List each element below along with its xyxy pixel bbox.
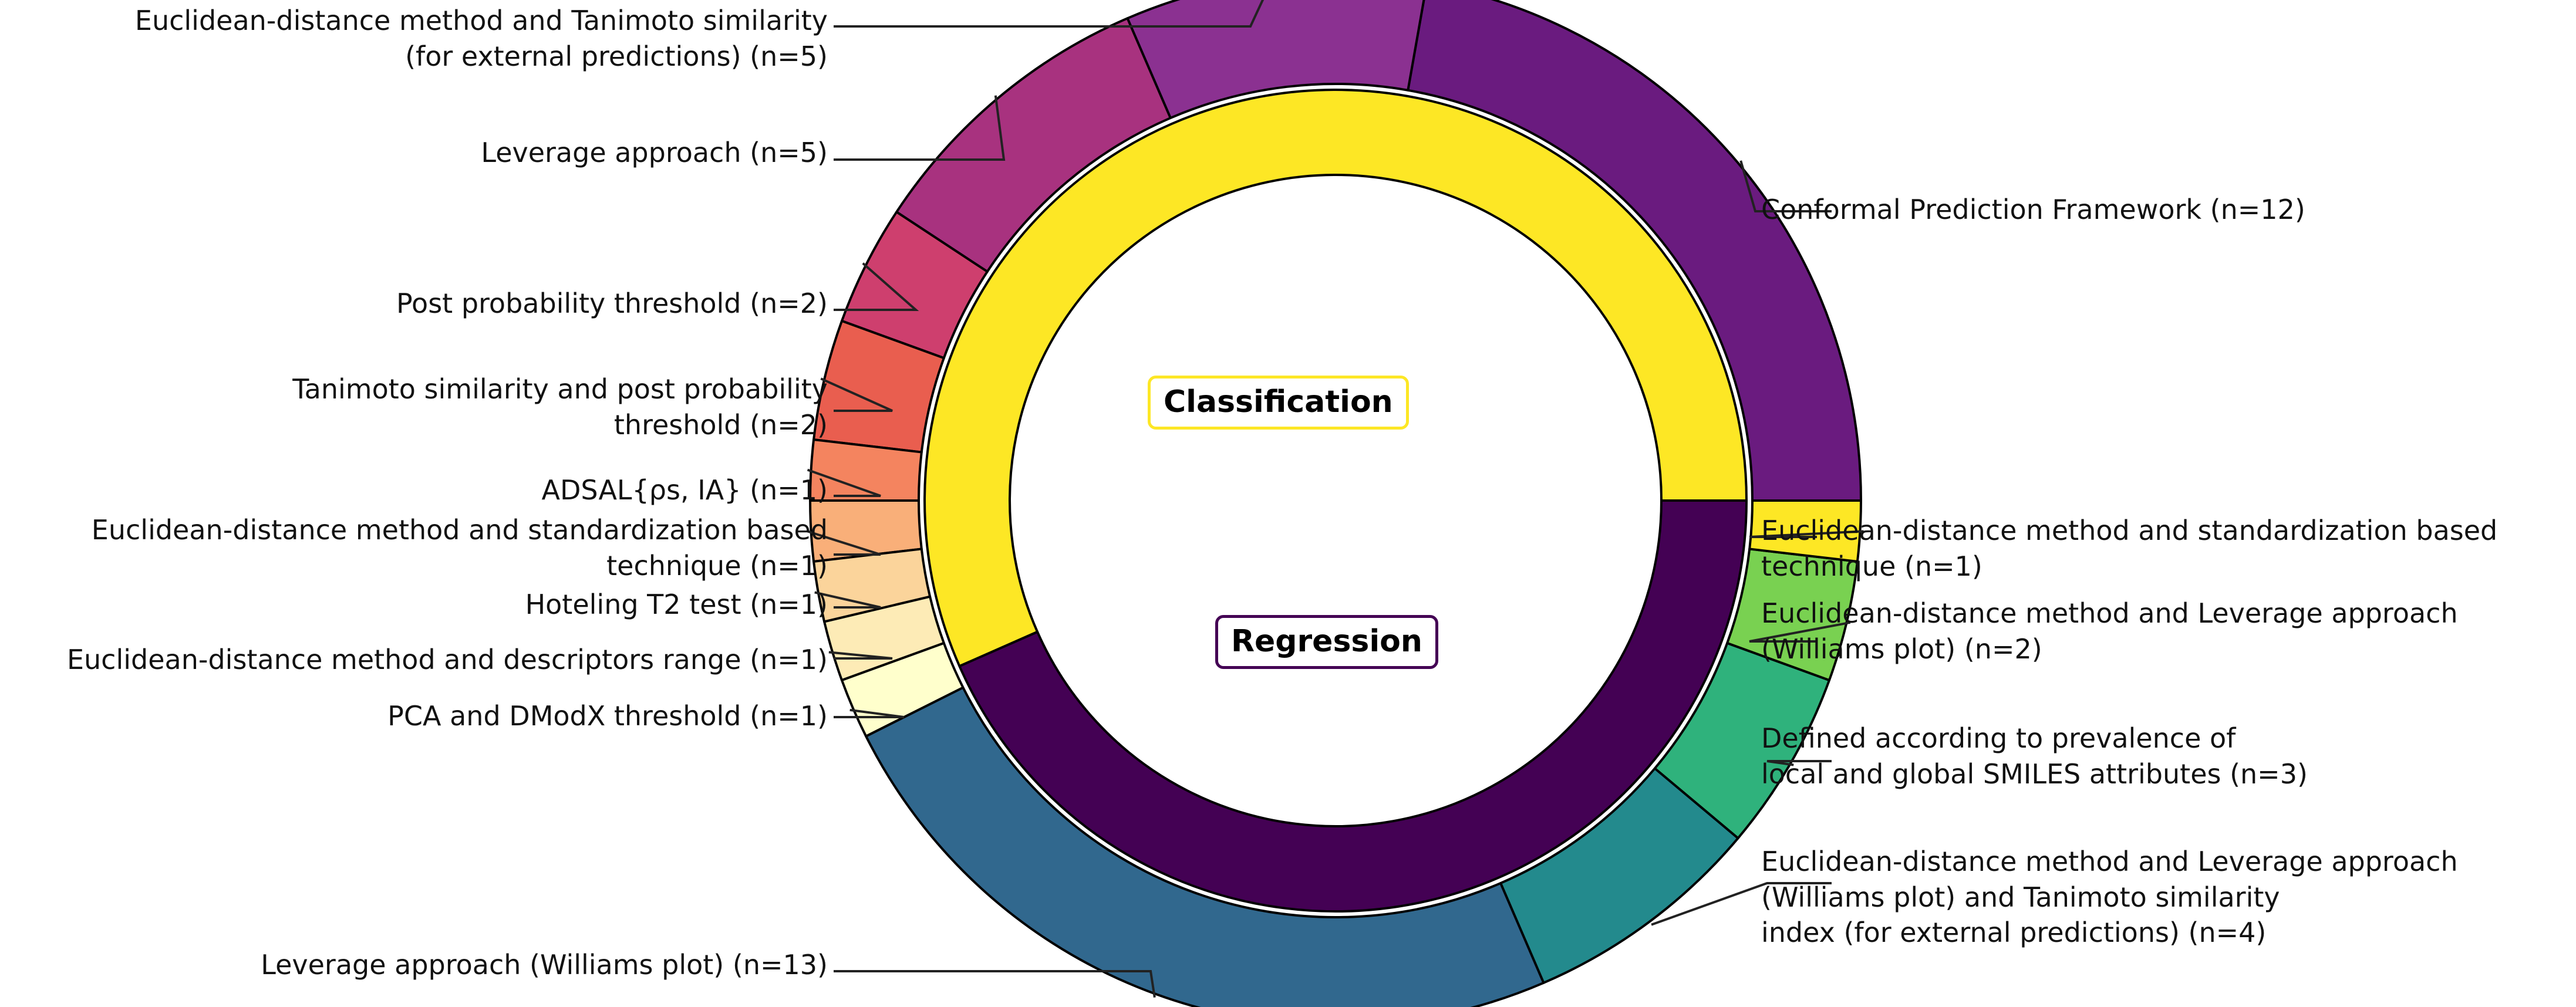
leader-line-left-1 [834,0,1265,28]
leader-line-left-6 [807,530,881,556]
callout-label-leverage-williams: Leverage approach (Williams plot) (n=13) [261,949,828,981]
callout-label-leverage-approach: Leverage approach (n=5) [481,137,828,168]
leader-line-right-14 [1749,530,1864,538]
callout-label-euclid-tanimoto-ext: Euclidean-distance method and Tanimoto s… [134,5,828,72]
center-label-regression: Regression [1215,615,1438,669]
center-label-classification: Classification [1148,376,1409,430]
outer-wedge-10 [865,686,1545,1007]
callout-label-hoteling-t2: Hoteling T2 test (n=1) [525,589,828,620]
leader-line-left-4 [820,377,893,412]
leader-line-right-0 [1739,160,1832,212]
outer-wedge-14 [1748,499,1862,563]
callout-label-pca-dmodx: PCA and DModX threshold (n=1) [387,700,828,732]
callout-label-adsal: ADSAL{ρs, IA} (n=1) [541,474,828,506]
callout-label-smiles-prevalence: Defined according to prevalence of local… [1761,722,2308,790]
leader-line-left-2 [834,95,1006,161]
inner-ring [923,89,1748,913]
inner-wedge-0 [923,89,1748,668]
leader-line-left-8 [828,651,893,660]
outer-wedge-0 [1407,0,1862,502]
callout-label-euclid-standardization-reg: Euclidean-distance method and standardiz… [1761,515,2498,582]
callout-label-conformal-prediction: Conformal Prediction Framework (n=12) [1761,194,2305,225]
leader-line-right-12 [1766,760,1832,766]
leader-line-left-3 [834,262,919,311]
callout-label-euclid-descriptors-range: Euclidean-distance method and descriptor… [66,644,828,675]
callout-label-euclid-leverage-tanimoto: Euclidean-distance method and Leverage a… [1761,846,2458,949]
leader-line-left-7 [814,591,881,609]
callout-label-tanimoto-post-prob: Tanimoto similarity and post probability… [292,373,828,441]
callout-label-post-prob-threshold: Post probability threshold (n=2) [396,288,828,319]
leader-line-left-5 [807,468,881,497]
leader-line-right-13 [1749,621,1851,643]
leader-lines [807,0,1864,998]
inner-wedge-1 [958,499,1748,913]
leader-line-right-11 [1651,882,1832,926]
callout-label-euclid-leverage-williams: Euclidean-distance method and Leverage a… [1761,597,2458,665]
outer-ring [809,0,1862,1007]
callout-label-euclid-standardization-cls: Euclidean-distance method and standardiz… [91,514,828,582]
leader-line-left-10 [834,970,1156,998]
leader-line-left-9 [834,708,905,718]
